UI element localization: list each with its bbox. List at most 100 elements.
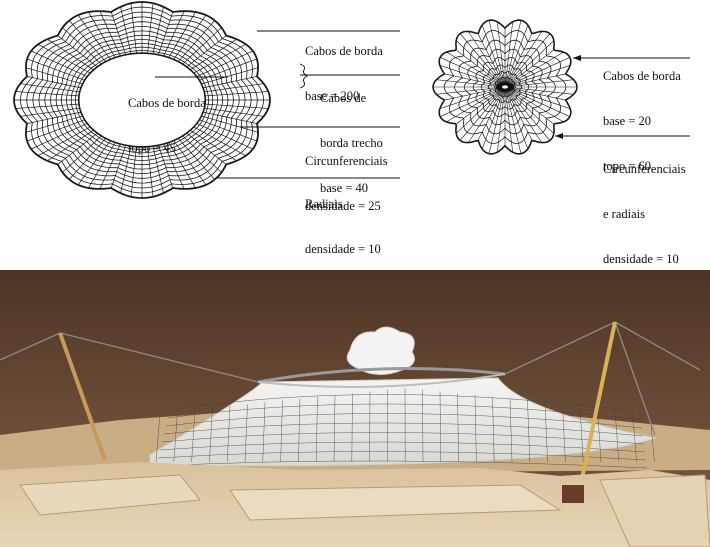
right-radial-line <box>481 24 506 88</box>
right-radial-line <box>439 86 506 109</box>
right-radial-line <box>436 79 506 88</box>
right-radial-line <box>504 21 513 88</box>
membrane-grid-line <box>298 398 301 463</box>
right-radial-line <box>504 86 542 143</box>
left-radial-line <box>130 3 137 54</box>
membrane-grid-line <box>209 407 213 463</box>
right-radial-line <box>468 86 506 143</box>
left-radial-line <box>186 35 227 68</box>
membrane-grid-line <box>632 411 637 463</box>
membrane-grid-line <box>562 404 566 463</box>
right-radial-line <box>439 86 506 117</box>
right-radial-line <box>444 73 506 88</box>
membrane-grid-line <box>155 460 648 469</box>
left-radial-line <box>26 58 85 81</box>
left-radial-line <box>62 27 102 65</box>
right-radial-line <box>439 65 506 88</box>
right-radial-line <box>504 86 551 141</box>
membrane-grid-line <box>333 395 336 463</box>
right-mesh-diagram <box>432 19 578 155</box>
left-radial-line <box>203 76 258 89</box>
right-radial-line <box>504 79 574 88</box>
right-radial-line <box>504 73 566 88</box>
left-radial-line <box>15 91 80 97</box>
left-radial-line <box>69 20 106 62</box>
left-radial-line <box>47 129 94 162</box>
right-radial-line <box>504 65 571 88</box>
leader-lines <box>155 30 690 179</box>
membrane-grid-line <box>509 398 513 463</box>
left-radial-line <box>201 67 259 85</box>
left-radial-line <box>196 123 254 150</box>
label-circumferential: Circunferenciais densidade = 25 <box>305 154 388 213</box>
left-radial-line <box>152 146 164 194</box>
left-radial-line <box>25 67 83 85</box>
right-center-hole <box>502 85 508 89</box>
right-radial-line <box>481 86 506 150</box>
left-radial-line <box>120 146 132 194</box>
left-radial-line <box>178 20 215 62</box>
membrane-grid-line <box>457 393 459 463</box>
left-radial-line <box>204 103 269 109</box>
left-radial-line <box>69 138 106 180</box>
membrane-grid-line <box>614 409 620 463</box>
left-radial-line <box>26 119 85 142</box>
membrane-grid-line <box>597 407 602 463</box>
right-radial-line <box>504 33 551 88</box>
left-radial-line <box>182 27 222 65</box>
right-radial-line <box>468 31 506 88</box>
left-radial-line <box>147 3 154 54</box>
right-radial-line <box>477 86 506 141</box>
left-radial-line <box>168 11 196 58</box>
membrane-grid-line <box>527 400 531 463</box>
left-radial-line <box>199 119 258 142</box>
right-radial-line <box>477 33 506 88</box>
left-radial-line <box>178 138 215 180</box>
membrane-grid-line <box>155 413 161 463</box>
left-radial-line <box>203 111 258 124</box>
membrane-grid-line <box>159 441 646 453</box>
right-radial-line <box>497 86 506 153</box>
top-crown <box>346 326 415 375</box>
right-radial-line <box>504 51 564 88</box>
left-radial-line <box>47 38 94 71</box>
membrane-grid-line <box>315 396 318 463</box>
label-radial: Radiais densidade = 10 <box>305 197 381 256</box>
membrane-grid-line <box>191 409 196 463</box>
membrane-grid-line <box>351 393 353 463</box>
model-photo <box>0 270 710 547</box>
membrane-grid-line <box>280 400 283 463</box>
left-radial-line <box>201 115 259 133</box>
membrane-grid-line <box>422 389 424 463</box>
membrane-grid-line <box>173 411 178 463</box>
membrane-grid-line <box>579 405 584 463</box>
left-radial-line <box>62 135 102 173</box>
right-radial-line <box>504 31 542 88</box>
left-radial-line <box>15 103 80 109</box>
left-radial-line <box>163 10 185 57</box>
right-radial-line <box>456 86 506 124</box>
right-radial-line <box>459 86 506 141</box>
right-radial-line <box>504 86 571 117</box>
right-radial-line <box>456 50 506 88</box>
left-radial-line <box>193 126 247 157</box>
right-radial-line <box>455 86 506 134</box>
left-radial-line <box>186 132 227 165</box>
right-radial-line <box>504 20 522 88</box>
left-radial-line <box>190 38 237 71</box>
right-radial-line <box>504 86 522 154</box>
left-radial-line <box>196 50 254 77</box>
left-radial-line <box>130 146 137 197</box>
right-radial-line <box>504 86 529 150</box>
membrane-grid-line <box>544 402 548 463</box>
left-radial-line <box>158 11 174 55</box>
left-radial-line <box>99 143 121 190</box>
left-radial-line <box>77 14 111 60</box>
left-radial-line <box>26 76 81 89</box>
left-radial-line <box>37 126 91 157</box>
right-radial-line <box>504 86 554 124</box>
left-radial-line <box>190 129 237 162</box>
right-radial-line <box>446 86 506 123</box>
right-radial-line <box>504 40 555 88</box>
